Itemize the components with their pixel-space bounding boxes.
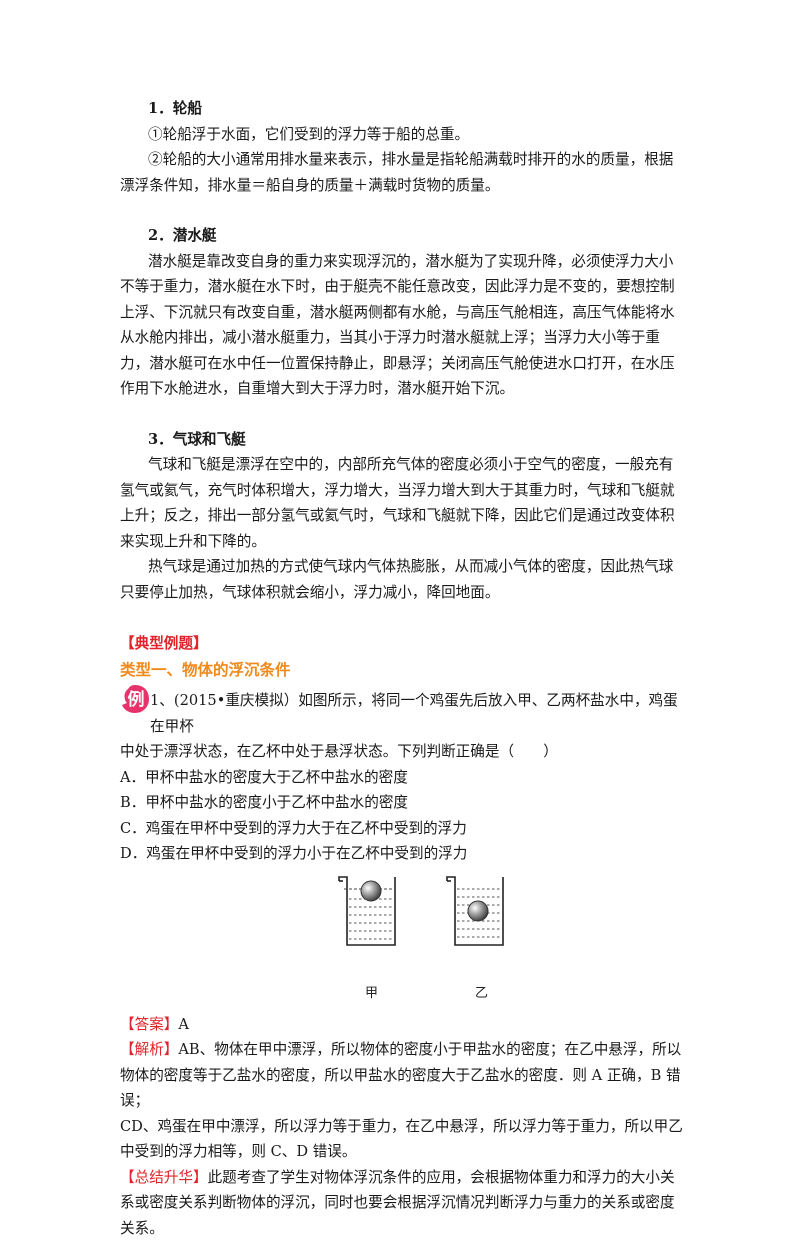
section-heading-submarine: 2．潜水艇 bbox=[120, 223, 685, 249]
document-page: 1．轮船 ①轮船浮于水面，它们受到的浮力等于船的总重。 ②轮船的大小通常用排水量… bbox=[120, 96, 685, 1241]
example-question: 例 1、(2015•重庆模拟）如图所示，将同一个鸡蛋先后放入甲、乙两杯盐水中，鸡… bbox=[120, 688, 685, 867]
paragraph: ②轮船的大小通常用排水量来表示，排水量是指轮船满载时排开的水的质量，根据漂浮条件… bbox=[120, 147, 685, 198]
beaker-label-jia: 甲 bbox=[365, 986, 378, 1001]
analysis-text: AB、物体在甲中漂浮，所以物体的密度小于甲盐水的密度；在乙中悬浮，所以物体的密度… bbox=[120, 1041, 681, 1109]
section-heading-ship: 1．轮船 bbox=[120, 96, 685, 122]
type-title: 类型一、物体的浮沉条件 bbox=[120, 657, 685, 683]
analysis-line-2: CD、鸡蛋在甲中漂浮，所以浮力等于重力，在乙中悬浮，所以浮力等于重力，所以甲乙中… bbox=[120, 1114, 685, 1165]
option-a: A．甲杯中盐水的密度大于乙杯中盐水的密度 bbox=[120, 765, 685, 791]
example-badge-icon: 例 bbox=[120, 684, 150, 714]
beaker-yi bbox=[447, 877, 503, 945]
summary-tag: 【总结升华】 bbox=[120, 1169, 208, 1186]
answer-tag: 【答案】 bbox=[120, 1016, 178, 1033]
analysis-tag: 【解析】 bbox=[120, 1041, 178, 1058]
paragraph: 潜水艇是靠改变自身的重力来实现浮沉的，潜水艇为了实现升降，必须使浮力大小不等于重… bbox=[120, 249, 685, 402]
answer-line: 【答案】A bbox=[120, 1012, 685, 1038]
option-b: B．甲杯中盐水的密度小于乙杯中盐水的密度 bbox=[120, 790, 685, 816]
summary-line: 【总结升华】此题考查了学生对物体浮沉条件的应用，会根据物体重力和浮力的大小关系或… bbox=[120, 1165, 685, 1241]
beaker-diagram: 甲 乙 bbox=[325, 873, 545, 1008]
question-line: 中处于漂浮状态，在乙杯中处于悬浮状态。下列判断正确是（ ） bbox=[120, 739, 685, 765]
paragraph: 热气球是通过加热的方式使气球内气体热膨胀，从而减小气体的密度，因此热气球只要停止… bbox=[120, 554, 685, 605]
question-line: 1、(2015•重庆模拟）如图所示，将同一个鸡蛋先后放入甲、乙两杯盐水中，鸡蛋在… bbox=[120, 688, 685, 739]
paragraph: 气球和飞艇是漂浮在空中的，内部所充气体的密度必须小于空气的密度，一般充有氢气或氦… bbox=[120, 452, 685, 554]
option-d: D．鸡蛋在甲杯中受到的浮力小于在乙杯中受到的浮力 bbox=[120, 841, 685, 867]
beaker-jia bbox=[339, 877, 395, 945]
option-c: C．鸡蛋在甲杯中受到的浮力大于在乙杯中受到的浮力 bbox=[120, 816, 685, 842]
beaker-label-yi: 乙 bbox=[475, 986, 488, 1001]
analysis-line: 【解析】AB、物体在甲中漂浮，所以物体的密度小于甲盐水的密度；在乙中悬浮，所以物… bbox=[120, 1037, 685, 1114]
answer-value: A bbox=[178, 1016, 189, 1033]
section-title: 【典型例题】 bbox=[120, 631, 685, 657]
paragraph: ①轮船浮于水面，它们受到的浮力等于船的总重。 bbox=[120, 122, 685, 148]
beaker-figure: 甲 乙 bbox=[120, 873, 685, 1008]
example-badge-label: 例 bbox=[128, 689, 145, 710]
section-heading-balloon: 3．气球和飞艇 bbox=[120, 427, 685, 453]
